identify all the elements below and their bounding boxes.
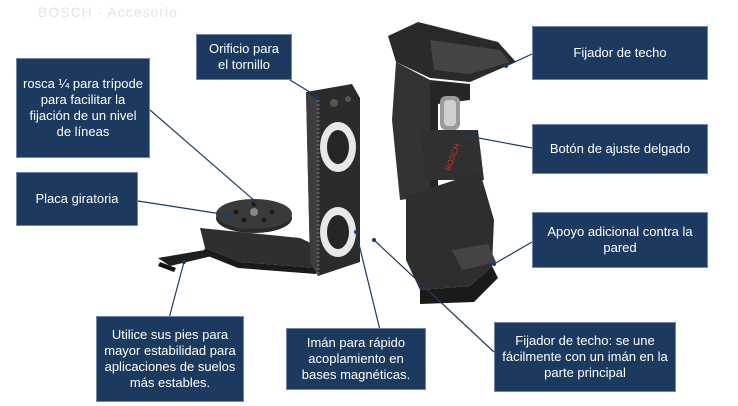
callout-screw-hole: Orificio para el tornillo	[196, 34, 292, 80]
callout-wall-support: Apoyo adicional contra la pared	[532, 212, 708, 268]
callout-ceiling-clip-magnet: Fijador de techo: se une fácilmente con …	[494, 322, 676, 392]
callout-tripod-thread: rosca ¼ para trípode para facilitar la f…	[16, 58, 150, 158]
callout-adjust-button: Botón de ajuste delgado	[532, 124, 708, 174]
callout-rotating-plate: Placa giratoria	[16, 172, 138, 226]
callout-magnet: Imán para rápido acoplamiento en bases m…	[286, 328, 426, 390]
leader-arrowheads	[182, 64, 508, 266]
leader-lines	[137, 53, 533, 353]
callout-ceiling-clip: Fijador de techo	[532, 26, 708, 80]
callout-feet: Utilice sus pies para mayor estabilidad …	[96, 316, 244, 402]
l-bracket	[158, 84, 360, 276]
ceiling-clip: BOSCH	[388, 22, 516, 304]
faint-header-text: BOSCH · Accesorio	[38, 4, 178, 20]
